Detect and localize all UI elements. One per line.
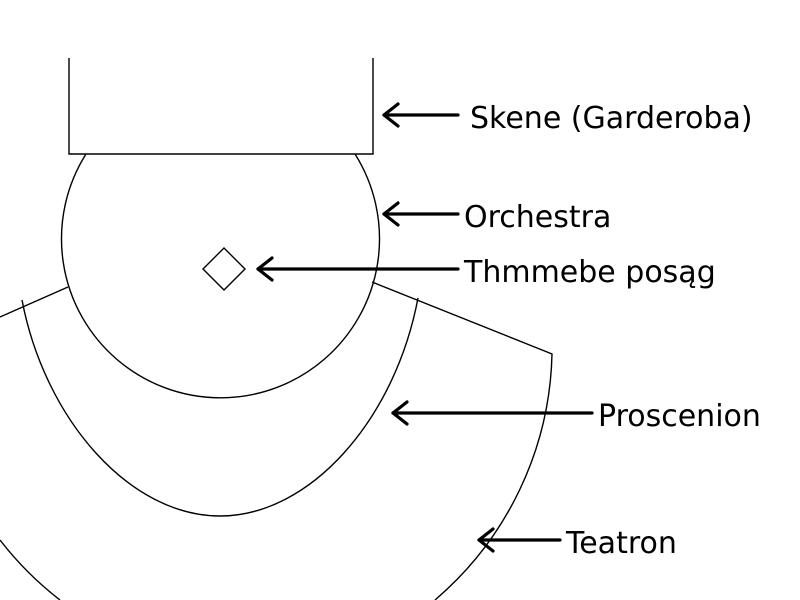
teatron-shape <box>0 281 553 600</box>
statue-arrow <box>256 256 460 282</box>
skene-building <box>68 58 374 155</box>
skene-label: Skene (Garderoba) <box>470 101 753 136</box>
teatron-label: Teatron <box>565 526 677 561</box>
orchestra-label: Orchestra <box>464 200 611 235</box>
proscenion-label: Proscenion <box>598 399 761 434</box>
teatron-left-edge <box>0 539 61 600</box>
teatron-arrow <box>477 527 562 553</box>
orchestra-arrow <box>382 201 460 227</box>
statue-diamond <box>202 247 246 291</box>
statue-label: Thmmebe posąg <box>463 255 716 290</box>
skene-arrow <box>382 102 460 128</box>
proscenion-arrow <box>391 400 594 426</box>
orchestra-circle <box>60 153 381 399</box>
proscenion-shape <box>21 297 419 517</box>
